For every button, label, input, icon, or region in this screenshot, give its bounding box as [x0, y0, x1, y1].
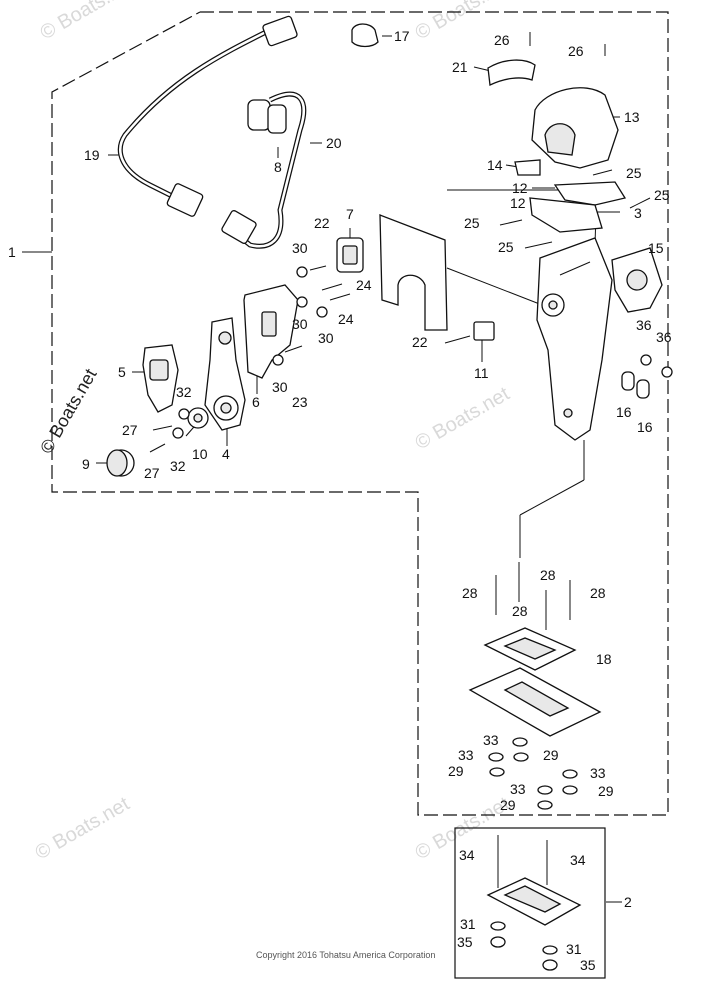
- cover-13: [531, 87, 619, 169]
- callout-31: 31: [566, 941, 582, 957]
- callout-24: 24: [338, 311, 354, 327]
- plate-lower: [468, 667, 602, 737]
- plate-15: [611, 247, 663, 313]
- wire-harness-19: [117, 15, 298, 217]
- callout-4: 4: [222, 446, 230, 462]
- callout-30: 30: [318, 330, 334, 346]
- callout-25: 25: [626, 165, 642, 181]
- bracket-12: [529, 181, 627, 233]
- callout-25: 25: [654, 187, 670, 203]
- bolts-28: [495, 562, 571, 630]
- gasket-plate: [379, 214, 448, 331]
- callout-27: 27: [144, 465, 160, 481]
- callout-24: 24: [356, 277, 372, 293]
- grommet-7: [336, 237, 364, 273]
- callout-20: 20: [326, 135, 342, 151]
- callout-30: 30: [272, 379, 288, 395]
- callout-9: 9: [82, 456, 90, 472]
- neutral-switch-6: [243, 284, 299, 379]
- callout-25: 25: [498, 239, 514, 255]
- callout-33: 33: [510, 781, 526, 797]
- callout-21: 21: [452, 59, 468, 75]
- cover-5: [142, 344, 179, 413]
- watermark: © Boats.net: [412, 383, 514, 455]
- callout-2: 2: [624, 894, 632, 910]
- screws-upper: [444, 32, 651, 344]
- callout-35: 35: [580, 957, 596, 973]
- callout-22: 22: [412, 334, 428, 350]
- callout-29: 29: [598, 783, 614, 799]
- callout-30: 30: [292, 316, 308, 332]
- callout-14: 14: [487, 157, 503, 173]
- clamp-11: [473, 321, 495, 341]
- clip-14: [514, 159, 541, 176]
- callout-5: 5: [118, 364, 126, 380]
- callout-10: 10: [192, 446, 208, 462]
- callout-32: 32: [170, 458, 186, 474]
- assembly-frame-2: [454, 827, 606, 979]
- callout-6: 6: [252, 394, 260, 410]
- callout-30: 30: [292, 240, 308, 256]
- callout-36: 36: [656, 329, 672, 345]
- callout-15: 15: [648, 240, 664, 256]
- callout-13: 13: [624, 109, 640, 125]
- watermark: © Boats.net: [32, 793, 134, 865]
- assembly-frame-1: [51, 11, 669, 816]
- bush-17: [351, 23, 379, 48]
- callout-36: 36: [636, 317, 652, 333]
- watermark: © Boats.net: [37, 0, 139, 44]
- callout-28: 28: [462, 585, 478, 601]
- callout-35: 35: [457, 934, 473, 950]
- copyright-notice: Copyright 2016 Tohatsu America Corporati…: [256, 950, 435, 960]
- callout-3: 3: [634, 205, 642, 221]
- callout-28: 28: [540, 567, 556, 583]
- callout-31: 31: [460, 916, 476, 932]
- small-hardware: [149, 265, 351, 453]
- callout-29: 29: [448, 763, 464, 779]
- callout-28: 28: [512, 603, 528, 619]
- control-box-3: [536, 237, 613, 441]
- callout-11: 11: [474, 365, 489, 381]
- callout-33: 33: [483, 732, 499, 748]
- callout-7: 7: [346, 206, 354, 222]
- callout-16: 16: [637, 419, 653, 435]
- callout-28: 28: [590, 585, 606, 601]
- brand-watermark: © Boats.net: [36, 365, 100, 457]
- nuts-washers: [488, 737, 578, 810]
- callout-8: 8: [274, 159, 282, 175]
- callout-17: 17: [394, 28, 410, 44]
- callout-22: 22: [314, 215, 330, 231]
- callout-19: 19: [84, 147, 100, 163]
- washer-10: [187, 407, 209, 429]
- callout-34: 34: [459, 847, 475, 863]
- wire-harness-20: [221, 91, 307, 249]
- callout-labels: 1 2 3 4 5 6 7 8 9 10 11 12 12 13 14 15 1…: [8, 28, 672, 973]
- lever-4: [204, 317, 246, 431]
- callout-33: 33: [590, 765, 606, 781]
- callout-27: 27: [122, 422, 138, 438]
- clips-16: [621, 354, 673, 399]
- callout-32: 32: [176, 384, 192, 400]
- callout-33: 33: [458, 747, 474, 763]
- callout-29: 29: [543, 747, 559, 763]
- callout-29: 29: [500, 797, 516, 813]
- callout-12: 12: [510, 195, 526, 211]
- kit-2-parts: [486, 835, 582, 971]
- cover-21: [487, 59, 536, 86]
- callout-18: 18: [596, 651, 612, 667]
- callout-34: 34: [570, 852, 586, 868]
- gasket-18: [483, 627, 577, 671]
- callout-16: 16: [616, 404, 632, 420]
- callout-23: 23: [292, 394, 308, 410]
- callout-25: 25: [464, 215, 480, 231]
- grommet-9: [106, 449, 135, 477]
- callout-1: 1: [8, 244, 16, 260]
- callout-26: 26: [494, 32, 510, 48]
- callout-26: 26: [568, 43, 584, 59]
- callout-12: 12: [512, 180, 528, 196]
